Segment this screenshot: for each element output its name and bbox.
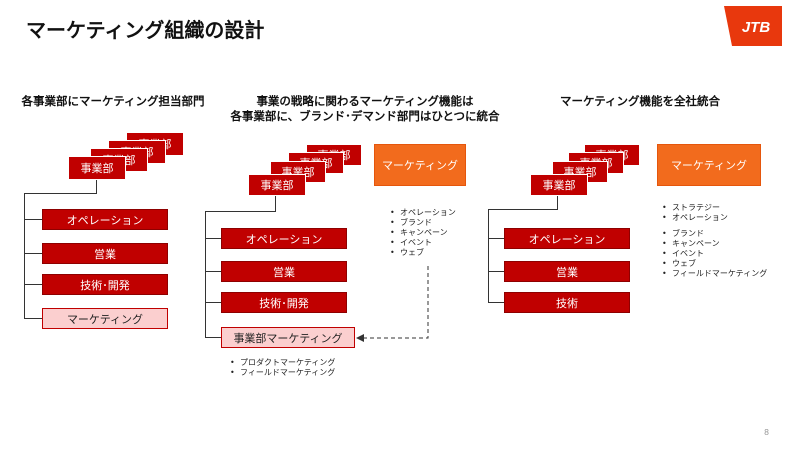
section1-heading-line: 各事業部にマーケティング担当部門 (21, 94, 205, 108)
central-marketing-functions: ブランド キャンペーン イベント ウェブ フィールドマーケティング (662, 229, 767, 279)
list-item: キャンペーン (390, 228, 456, 238)
connector (557, 196, 558, 210)
jtb-logo: JTB (718, 6, 782, 46)
unit-operations: オペレーション (221, 228, 347, 249)
unit-sales: 営業 (42, 243, 168, 264)
division-box: 事業部 (530, 174, 588, 196)
section1-heading: 各事業部にマーケティング担当部門 (18, 94, 208, 109)
connector (488, 271, 504, 272)
list-item: イベント (662, 249, 767, 259)
list-item: フィールドマーケティング (230, 368, 335, 378)
connector (488, 238, 504, 239)
unit-sales: 営業 (504, 261, 630, 282)
connector (205, 302, 221, 303)
section3-heading-line: マーケティング機能を全社統合 (559, 94, 721, 108)
connector (24, 284, 42, 285)
central-strategy-functions: ストラテジー オペレーション (662, 203, 728, 223)
connector (488, 302, 504, 303)
list-item: ブランド (662, 229, 767, 239)
unit-tech-dev: 技術･開発 (42, 274, 168, 295)
dashed-arrow (356, 266, 429, 342)
connector (96, 180, 97, 194)
section2-heading: 事業の戦略に関わるマーケティング機能は 各事業部に、ブランド･デマンド部門はひと… (210, 94, 520, 124)
list-item: プロダクトマーケティング (230, 358, 335, 368)
connector (488, 209, 558, 210)
unit-tech: 技術 (504, 292, 630, 313)
connector (205, 238, 221, 239)
connector (24, 253, 42, 254)
logo-text: JTB (742, 19, 771, 36)
division-box: 事業部 (248, 174, 306, 196)
list-item: ウェブ (390, 248, 456, 258)
unit-sales: 営業 (221, 261, 347, 282)
connector (24, 219, 42, 220)
page-title: マーケティング組織の設計 (26, 18, 265, 42)
unit-operations: オペレーション (42, 209, 168, 230)
list-item: ブランド (390, 218, 456, 228)
list-item: キャンペーン (662, 239, 767, 249)
page-number: 8 (764, 428, 770, 437)
connector (275, 196, 276, 212)
division-marketing-functions: プロダクトマーケティング フィールドマーケティング (230, 358, 335, 378)
list-item: オペレーション (662, 213, 728, 223)
logo-shape (724, 6, 782, 46)
central-marketing-box: マーケティング (374, 144, 466, 186)
connector (24, 193, 25, 319)
central-marketing-functions: オペレーション ブランド キャンペーン イベント ウェブ (390, 208, 456, 258)
section2-heading-line: 各事業部に、ブランド･デマンド部門はひとつに統合 (230, 109, 500, 123)
unit-marketing: マーケティング (42, 308, 168, 329)
unit-division-marketing: 事業部マーケティング (221, 327, 355, 348)
connector (488, 209, 489, 303)
connector (205, 211, 206, 338)
unit-operations: オペレーション (504, 228, 630, 249)
list-item: イベント (390, 238, 456, 248)
connector (24, 193, 97, 194)
section3-heading: マーケティング機能を全社統合 (540, 94, 740, 109)
connector (205, 211, 276, 212)
connector (205, 271, 221, 272)
list-item: オペレーション (390, 208, 456, 218)
list-item: ストラテジー (662, 203, 728, 213)
division-box: 事業部 (68, 156, 126, 180)
section2-heading-line: 事業の戦略に関わるマーケティング機能は (256, 94, 474, 108)
connector (24, 318, 42, 319)
list-item: ウェブ (662, 259, 767, 269)
list-item: フィールドマーケティング (662, 269, 767, 279)
unit-tech-dev: 技術･開発 (221, 292, 347, 313)
central-marketing-box: マーケティング (657, 144, 761, 186)
connector (205, 337, 221, 338)
